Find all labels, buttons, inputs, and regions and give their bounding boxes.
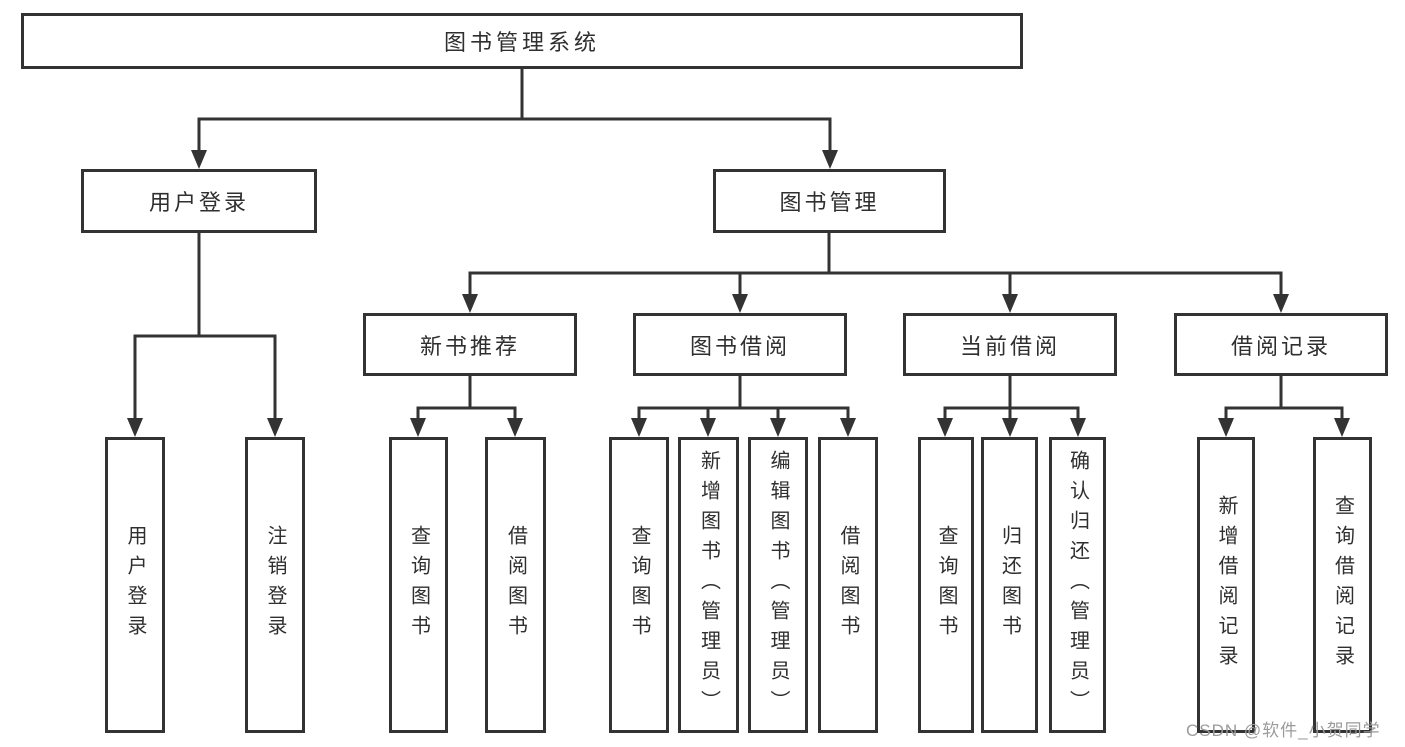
node-book-management: 图书管理 bbox=[713, 169, 946, 233]
leaf-nbr-borrow-books-label: 借阅图书 bbox=[504, 525, 527, 645]
leaf-bb-edit-books-admin-label: 编辑图书（管理员） bbox=[767, 450, 789, 720]
leaf-user-login: 用户登录 bbox=[105, 437, 165, 733]
leaf-bb-edit-books-admin: 编辑图书（管理员） bbox=[748, 437, 808, 733]
node-library-management-system: 图书管理系统 bbox=[21, 13, 1023, 69]
leaf-cb-return-books: 归还图书 bbox=[981, 437, 1038, 733]
leaf-bb-borrow-books: 借阅图书 bbox=[818, 437, 878, 733]
node-new-book-recommendation: 新书推荐 bbox=[363, 313, 577, 376]
leaf-cb-return-books-label: 归还图书 bbox=[998, 525, 1021, 645]
node-current-borrowing-label: 当前借阅 bbox=[959, 333, 1060, 359]
leaf-logout: 注销登录 bbox=[245, 437, 305, 733]
leaf-cb-query-books: 查询图书 bbox=[918, 437, 974, 733]
leaf-br-query-borrow-record: 查询借阅记录 bbox=[1313, 437, 1372, 733]
node-book-management-label: 图书管理 bbox=[779, 190, 880, 215]
leaf-br-query-borrow-record-label: 查询借阅记录 bbox=[1331, 495, 1354, 675]
node-current-borrowing: 当前借阅 bbox=[903, 313, 1117, 376]
leaf-nbr-query-books: 查询图书 bbox=[389, 437, 448, 733]
node-book-borrowing-label: 图书借阅 bbox=[689, 333, 790, 359]
node-borrowing-records-label: 借阅记录 bbox=[1230, 333, 1331, 359]
leaf-nbr-query-books-label: 查询图书 bbox=[407, 525, 430, 645]
leaf-cb-confirm-return-admin-label: 确认归还（管理员） bbox=[1066, 450, 1089, 720]
leaf-nbr-borrow-books: 借阅图书 bbox=[485, 437, 546, 733]
node-library-management-system-label: 图书管理系统 bbox=[443, 30, 600, 55]
node-new-book-recommendation-label: 新书推荐 bbox=[419, 333, 520, 359]
leaf-bb-borrow-books-label: 借阅图书 bbox=[837, 525, 859, 645]
leaf-br-add-borrow-record: 新增借阅记录 bbox=[1197, 437, 1255, 733]
node-user-login-label: 用户登录 bbox=[148, 190, 249, 215]
leaf-cb-confirm-return-admin: 确认归还（管理员） bbox=[1049, 437, 1106, 733]
leaf-cb-query-books-label: 查询图书 bbox=[935, 525, 957, 645]
leaf-bb-add-books-admin-label: 新增图书（管理员） bbox=[697, 450, 720, 720]
leaf-logout-label: 注销登录 bbox=[264, 525, 286, 645]
watermark-text: CSDN @软件_小贺同学 bbox=[1186, 721, 1381, 740]
leaf-bb-add-books-admin: 新增图书（管理员） bbox=[678, 437, 739, 733]
leaf-user-login-label: 用户登录 bbox=[124, 525, 146, 645]
leaf-br-add-borrow-record-label: 新增借阅记录 bbox=[1215, 495, 1237, 675]
leaf-bb-query-books-label: 查询图书 bbox=[628, 525, 650, 645]
node-user-login: 用户登录 bbox=[81, 169, 317, 233]
leaf-bb-query-books: 查询图书 bbox=[609, 437, 669, 733]
node-book-borrowing: 图书借阅 bbox=[633, 313, 847, 376]
node-borrowing-records: 借阅记录 bbox=[1174, 313, 1388, 376]
arrowheads bbox=[127, 150, 1350, 437]
